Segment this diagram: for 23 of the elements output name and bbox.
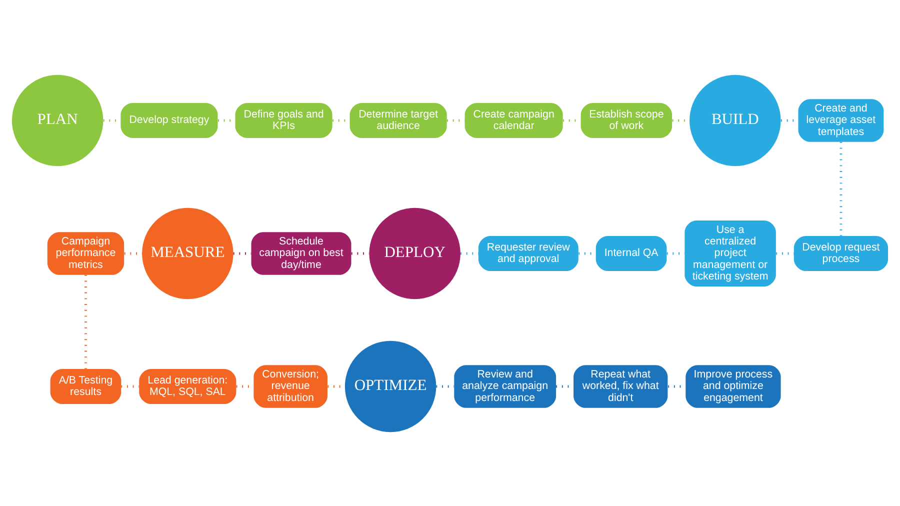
node-circle: DEPLOY xyxy=(369,207,460,299)
node-circle: PLAN xyxy=(12,74,104,166)
node-box: Determine target audience xyxy=(350,102,447,138)
node-box: Establish scope of work xyxy=(580,102,672,138)
node-box: Review and analyze campaign performance xyxy=(454,364,556,408)
node-circle: OPTIMIZE xyxy=(344,340,436,432)
node-box: Develop request process xyxy=(794,236,888,270)
node-box: Improve process and optimize engagement xyxy=(686,364,781,408)
node-box: Define goals and KPIs xyxy=(235,102,332,138)
node-box: Create campaign calendar xyxy=(464,102,563,138)
node-box: A/B Testing results xyxy=(50,368,122,404)
node-box: Requester review and approval xyxy=(478,236,578,270)
node-box: Develop strategy xyxy=(120,102,218,138)
node-box: Campaign performance metrics xyxy=(47,232,124,274)
node-box: Internal QA xyxy=(596,236,667,270)
node-box: Conversion; revenue attribution xyxy=(254,364,328,408)
node-box: Lead generation: MQL, SQL, SAL xyxy=(139,368,236,404)
node-box: Schedule campaign on best day/time xyxy=(251,232,352,274)
node-circle: MEASURE xyxy=(142,207,234,299)
node-box: Create and leverage asset templates xyxy=(798,98,884,142)
node-box: Repeat what worked, fix what didn't xyxy=(574,364,668,408)
node-box: Use a centralized project management or ticketing system xyxy=(684,220,776,286)
node-circle: BUILD xyxy=(690,74,781,166)
